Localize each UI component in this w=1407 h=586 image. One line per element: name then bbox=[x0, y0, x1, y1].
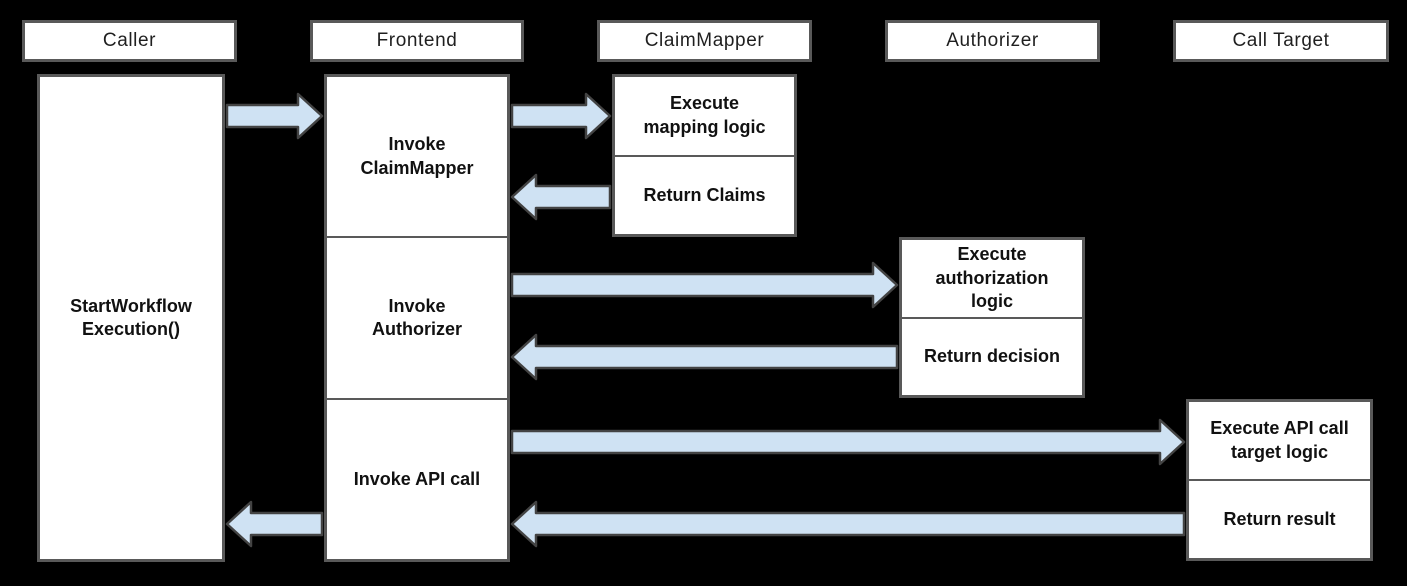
arrow-frontend-to-calltarget-request bbox=[510, 418, 1186, 466]
lane-header-label: Call Target bbox=[1232, 30, 1330, 51]
arrow-calltarget-to-frontend-return bbox=[510, 500, 1186, 548]
activation-caller: StartWorkflow Execution() bbox=[37, 74, 225, 562]
lane-header-claimmapper: ClaimMapper bbox=[597, 20, 812, 62]
step-return-decision: Return decision bbox=[902, 316, 1082, 396]
step-invoke-api-call: Invoke API call bbox=[327, 397, 507, 559]
arrow-frontend-to-caller-return bbox=[225, 500, 324, 548]
arrow-frontend-to-authorizer-request bbox=[510, 261, 899, 309]
lane-header-calltarget: Call Target bbox=[1173, 20, 1389, 62]
step-invoke-authorizer: Invoke Authorizer bbox=[327, 236, 507, 397]
step-execute-authorization-logic: Execute authorization logic bbox=[935, 244, 1049, 311]
arrow-claimmapper-to-frontend-return bbox=[510, 173, 612, 221]
lane-header-label: Frontend bbox=[376, 30, 458, 51]
step-invoke-claimmapper: Invoke ClaimMapper bbox=[360, 134, 474, 178]
step-return-result: Return result bbox=[1189, 479, 1370, 558]
arrow-authorizer-to-frontend-return bbox=[510, 333, 899, 381]
arrow-frontend-to-claimmapper-request bbox=[510, 92, 612, 140]
activation-calltarget: Execute API call target logic Return res… bbox=[1186, 399, 1373, 561]
lane-header-frontend: Frontend bbox=[310, 20, 524, 62]
step-startworkflow-execution: StartWorkflow Execution() bbox=[70, 295, 192, 339]
arrow-caller-to-frontend-request bbox=[225, 92, 324, 140]
lane-header-label: ClaimMapper bbox=[644, 30, 765, 51]
lane-header-authorizer: Authorizer bbox=[885, 20, 1100, 62]
lane-header-label: Caller bbox=[102, 30, 157, 51]
lane-header-label: Authorizer bbox=[946, 30, 1039, 51]
step-execute-mapping-logic: Execute mapping logic bbox=[643, 93, 766, 137]
lane-header-caller: Caller bbox=[22, 20, 237, 62]
step-return-claims: Return Claims bbox=[615, 154, 794, 235]
activation-claimmapper: Execute mapping logic Return Claims bbox=[612, 74, 797, 237]
activation-authorizer: Execute authorization logic Return decis… bbox=[899, 237, 1085, 398]
activation-frontend: Invoke ClaimMapper Invoke Authorizer Inv… bbox=[324, 74, 510, 562]
step-execute-api-call-target-logic: Execute API call target logic bbox=[1210, 418, 1349, 462]
